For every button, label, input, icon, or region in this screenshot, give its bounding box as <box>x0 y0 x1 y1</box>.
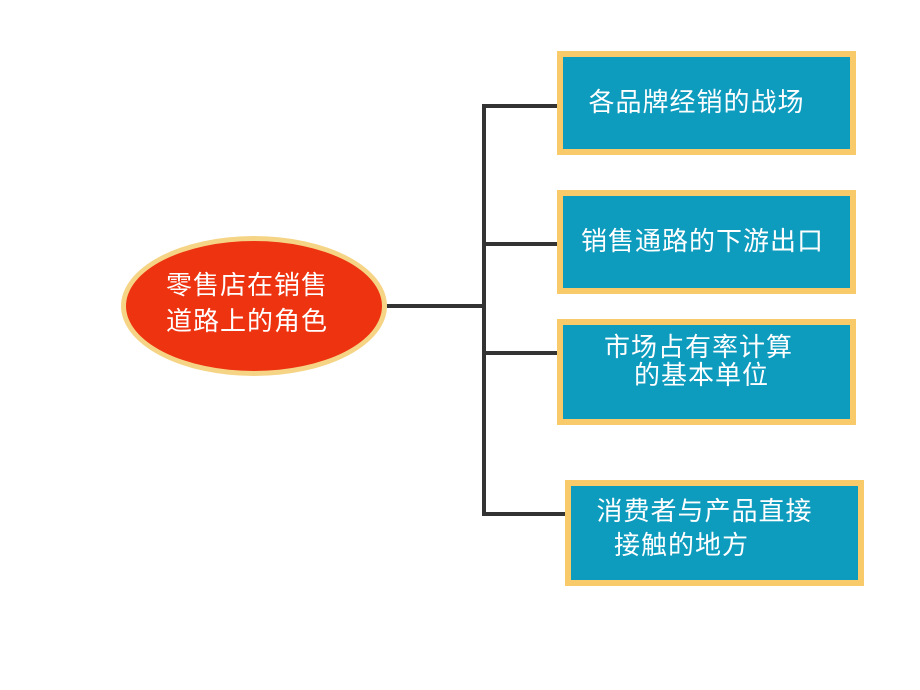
branch-2-label: 销售通路的下游出口 <box>580 227 824 257</box>
root-node-label: 零售店在销售 道路上的角色 <box>147 268 347 340</box>
branch-3-label: 市场占有率计算 的基本单位 <box>604 333 793 395</box>
branch-4-line-2: 接触的地方 <box>613 531 749 561</box>
branch-4-line-1: 消费者与产品直接 <box>596 497 813 527</box>
root-label-line-1: 零售店在销售 <box>165 271 328 301</box>
branch-3-line-2: 的基本单位 <box>633 361 769 391</box>
branch-node-2: 销售通路的下游出口 <box>557 190 856 294</box>
branch-node-4: 消费者与产品直接 接触的地方 <box>565 480 864 586</box>
root-node: 零售店在销售 道路上的角色 <box>121 236 387 376</box>
branch-node-1: 各品牌经销的战场 <box>557 51 856 155</box>
branch-1-label: 各品牌经销的战场 <box>588 88 805 118</box>
branch-3-line-1: 市场占有率计算 <box>603 333 793 363</box>
branch-node-3: 市场占有率计算 的基本单位 <box>557 319 856 425</box>
branch-4-label: 消费者与产品直接 接触的地方 <box>596 497 812 565</box>
root-label-line-2: 道路上的角色 <box>165 307 328 337</box>
